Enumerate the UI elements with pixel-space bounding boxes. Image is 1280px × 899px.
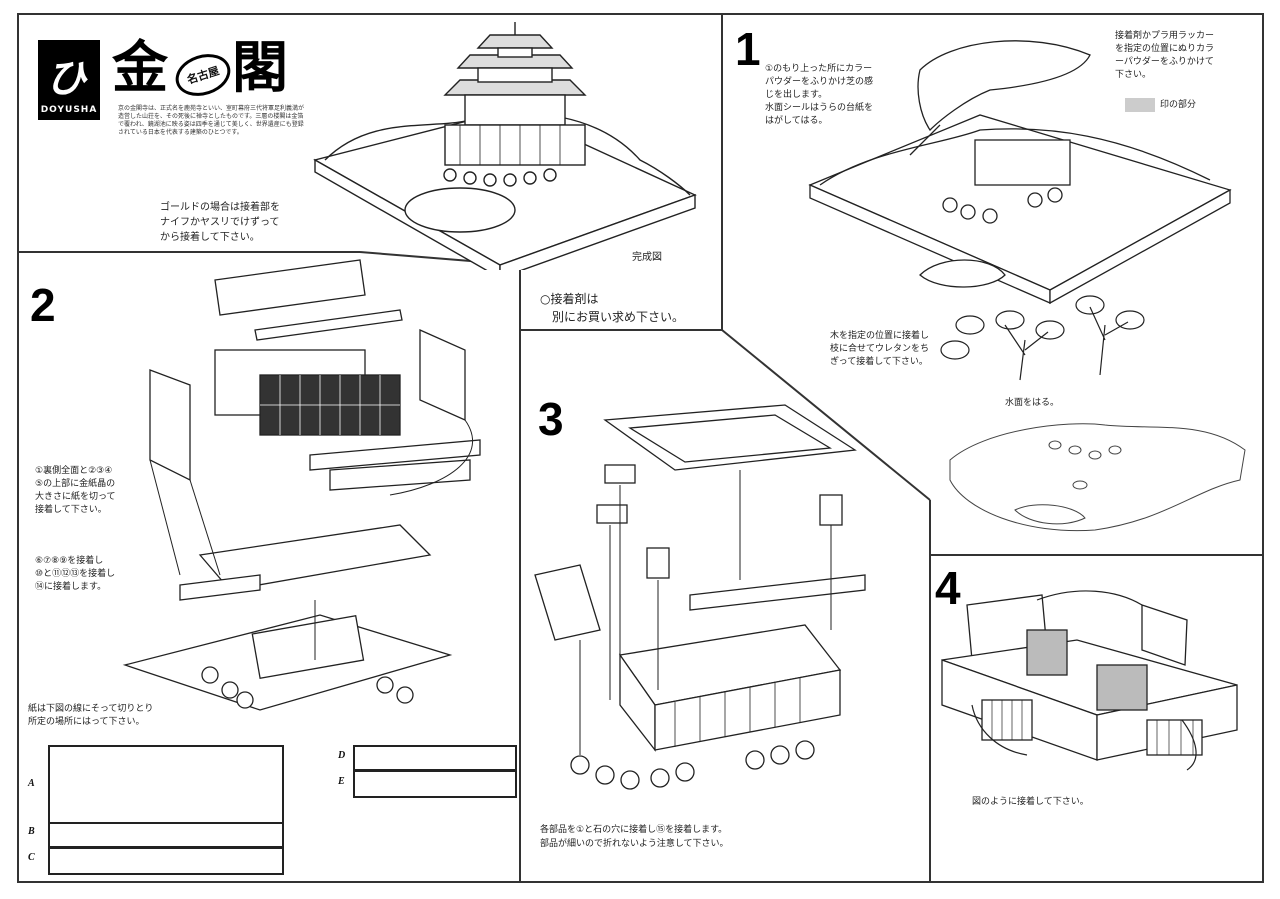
cutout-box-c — [48, 847, 284, 875]
step-2-text-a: ①裏側全面と②③④ ⑤の上部に金紙晶の 大きさに紙を切って 接着して下さい。 — [35, 466, 116, 515]
tree-note: 木を指定の位置に接着し 枝に合せてウレタンをち ぎって接着して下さい。 — [830, 331, 930, 367]
base-illustration — [949, 423, 1246, 532]
step-2-text-b: ⑥⑦⑧⑨を接着し ⑩と⑪⑫⑬を接着し ⑭に接着します。 — [35, 556, 116, 592]
box-label-a: A — [28, 778, 35, 789]
step-2-number: 2 — [30, 279, 56, 331]
step-4-diagram — [941, 590, 1238, 771]
title-char-pavilion: 閣 — [232, 35, 288, 101]
box-label-d: D — [338, 750, 346, 761]
cutout-box-e — [353, 770, 517, 798]
box-label-b: B — [28, 826, 35, 837]
color-swatch — [1125, 98, 1155, 112]
cutout-box-b — [48, 822, 284, 848]
swatch-label: 印の部分 — [1160, 100, 1197, 110]
step-4-number: 4 — [935, 562, 961, 614]
cutout-box-d — [353, 745, 517, 771]
box-label-e: E — [338, 776, 345, 787]
step-2-exploded-diagram — [122, 259, 481, 711]
step-1-text-right: 接着剤かプラ用ラッカー を指定の位置にぬりカラ ーパウダーをふりかけて 下さい。 — [1115, 31, 1215, 80]
step-1-illustration — [808, 40, 1232, 305]
step-1-number: 1 — [735, 23, 761, 75]
water-label: 水面をはる。 — [1005, 398, 1060, 408]
logo-brand: DOYUSHA — [40, 105, 98, 115]
paper-note: 紙は下図の線にそって切りとり 所定の場所にはって下さい。 — [28, 704, 154, 727]
logo-glyph: ひ — [46, 55, 86, 102]
box-label-c: C — [28, 852, 35, 863]
gold-note: ゴールドの場合は接着部を ナイフかヤスリでけずって から接着して下さい。 — [160, 202, 280, 243]
title-char-gold: 金 — [112, 35, 168, 101]
intro-text: 京の金閣寺は、正式名を鹿苑寺といい、室町幕府三代将軍足利義満が造営した山荘を、そ… — [118, 105, 305, 136]
step-4-text: 図のように接着して下さい。 — [972, 797, 1089, 807]
completed-label: 完成図 — [632, 252, 662, 263]
doyusha-logo: ひ DOYUSHA — [38, 40, 100, 120]
step-3-text: 各部品を①と石の穴に接着し⑮を接着します。 部品が細いので折れないよう注意して下… — [540, 825, 729, 849]
step-3-exploded-diagram — [534, 404, 866, 790]
step-3-number: 3 — [538, 393, 564, 445]
adhesive-note: ○接着剤は 別にお買い求め下さい。 — [540, 292, 685, 324]
completed-model-illustration — [313, 22, 697, 270]
tree-illustration — [940, 295, 1145, 381]
step-1-text-left: ①のもり上った所にカラー パウダーをふりかけ芝の感 じを出します。 水面シールは… — [765, 64, 874, 126]
cutout-box-a — [48, 745, 284, 824]
